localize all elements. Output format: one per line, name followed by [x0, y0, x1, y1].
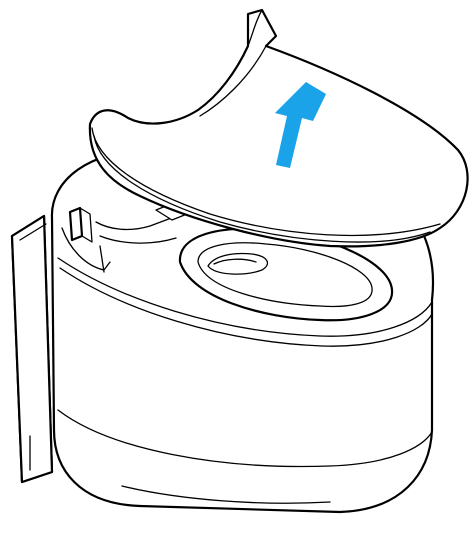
wall-bracket	[12, 216, 52, 482]
